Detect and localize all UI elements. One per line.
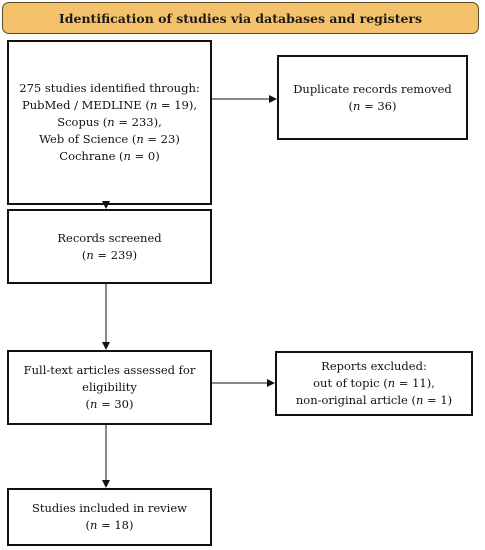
excluded-non-original: non-original article (n = 1) — [295, 393, 453, 407]
fulltext-label-1: Full-text articles assessed for — [23, 363, 196, 377]
identified-pubmed: PubMed / MEDLINE (n = 19), — [22, 98, 197, 112]
fulltext-box: Full-text articles assessed for eligibil… — [7, 350, 212, 425]
fulltext-count: (n = 30) — [85, 397, 134, 411]
banner-title: Identification of studies via databases … — [58, 10, 423, 26]
duplicates-box: Duplicate records removed (n = 36) — [277, 55, 468, 140]
identified-scopus: Scopus (n = 233), — [57, 115, 162, 129]
excluded-out-of-topic: out of topic (n = 11), — [313, 376, 435, 390]
screened-count: (n = 239) — [81, 247, 138, 262]
duplicates-label: Duplicate records removed — [293, 81, 452, 96]
excluded-label: Reports excluded: — [321, 359, 427, 373]
fulltext-label-2: eligibility — [82, 380, 137, 394]
identified-wos: Web of Science (n = 23) — [39, 132, 180, 146]
identified-cochrane: Cochrane (n = 0) — [59, 149, 160, 163]
excluded-box: Reports excluded: out of topic (n = 11),… — [275, 351, 473, 416]
included-count: (n = 18) — [85, 518, 134, 532]
identified-total: 275 studies identified through: — [19, 81, 200, 95]
included-box: Studies included in review (n = 18) — [7, 488, 212, 546]
duplicates-count: (n = 36) — [348, 98, 397, 113]
phase-banner: Identification of studies via databases … — [2, 2, 479, 34]
identified-box: 275 studies identified through: PubMed /… — [7, 40, 212, 205]
screened-box: Records screened (n = 239) — [7, 209, 212, 284]
included-label: Studies included in review — [32, 501, 187, 515]
screened-label: Records screened — [57, 230, 162, 245]
